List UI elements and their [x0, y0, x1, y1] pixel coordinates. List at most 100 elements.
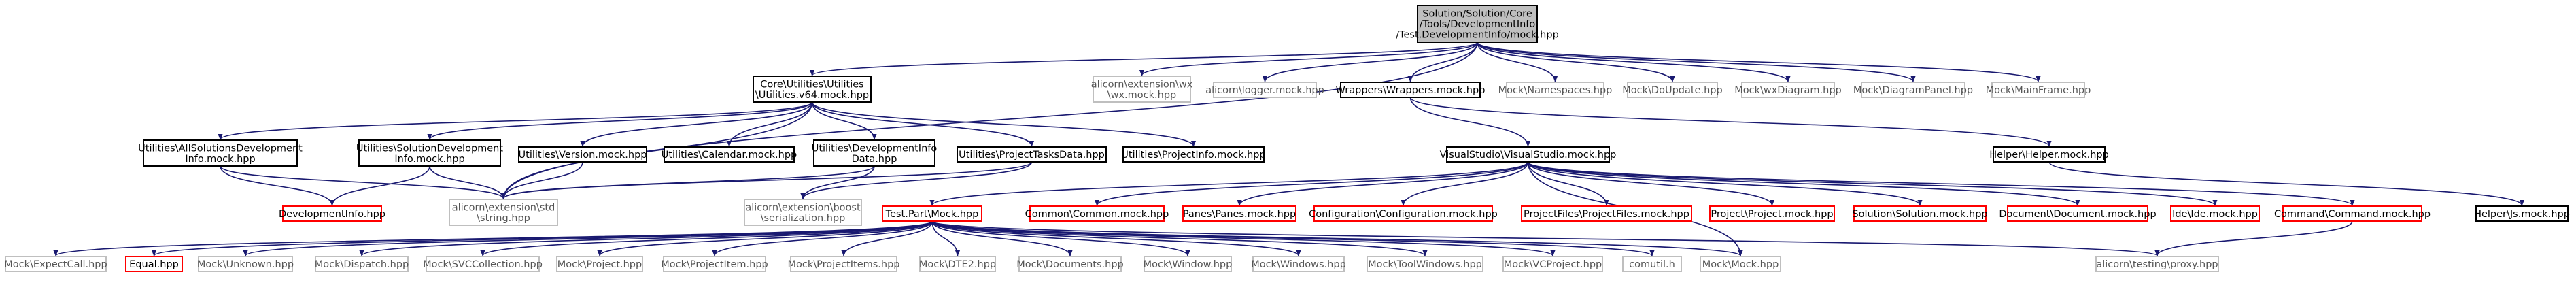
dependency-edge-visualstudio-to-document — [1527, 161, 2080, 206]
node-label-comutil: comutil.h — [1629, 259, 1675, 270]
node-box-command — [2282, 205, 2422, 222]
node-solution[interactable]: Solution\Solution.mock.hpp — [1852, 205, 1988, 222]
node-calendar[interactable]: Utilities\Calendar.mock.hpp — [662, 146, 797, 163]
dependency-edge-utilities-to-calendar — [726, 101, 813, 147]
dependency-edge-root-to-logger — [1262, 42, 1478, 82]
node-mockmock[interactable]: Mock\Mock.hpp — [1700, 256, 1781, 272]
node-version[interactable]: Utilities\Version.mock.hpp — [518, 146, 647, 163]
node-box-projectitem — [663, 256, 766, 272]
node-box-comutil — [1622, 256, 1682, 272]
node-solutiondev[interactable]: Utilities\SolutionDevelopmentInfo.mock.h… — [356, 139, 503, 167]
node-label-logger: alicorn\logger.mock.hpp — [1205, 85, 1324, 96]
node-label-doupdate: Mock\DoUpdate.hpp — [1622, 85, 1722, 96]
node-label-solution: Solution\Solution.mock.hpp — [1852, 209, 1987, 220]
node-doupdate[interactable]: Mock\DoUpdate.hpp — [1622, 82, 1723, 98]
node-label-root: /Test.DevelopmentInfo/mock.hpp — [1396, 30, 1559, 41]
dependency-edge-testpart-to-dispatch — [359, 220, 933, 257]
node-projectinfo[interactable]: Utilities\ProjectInfo.mock.hpp — [1121, 146, 1266, 163]
dependency-edge-testpart-to-vcproject — [931, 220, 1556, 257]
node-svccollection[interactable]: Mock\SVCCollection.hpp — [423, 256, 543, 272]
node-expectcall[interactable]: Mock\ExpectCall.hpp — [4, 256, 107, 272]
node-testpart[interactable]: Test.Part\Mock.hpp — [882, 205, 982, 222]
dependency-edge-wrappers-to-helper — [1409, 97, 2052, 147]
dependency-edge-utilities-to-allsolutions — [218, 101, 813, 140]
node-box-panes — [1182, 205, 1296, 222]
node-toolwindows[interactable]: Mock\ToolWindows.hpp — [1367, 256, 1483, 272]
node-serialization[interactable]: alicorn\extension\boost\serialization.hp… — [744, 199, 862, 226]
node-label-window: Mock\Window.hpp — [1144, 259, 1233, 270]
node-project[interactable]: Project\Project.mock.hpp — [1709, 205, 1835, 222]
node-mproject[interactable]: Mock\Project.hpp — [556, 256, 643, 272]
node-unknown[interactable]: Mock\Unknown.hpp — [197, 256, 294, 272]
dependency-edge-testpart-to-mproject — [597, 220, 933, 257]
node-wxext[interactable]: alicorn\extension\wx\wx.mock.hpp — [1091, 76, 1193, 103]
dependency-edge-testpart-to-windows — [931, 220, 1301, 257]
dependency-edge-visualstudio-to-project — [1527, 161, 1775, 206]
node-label-developmentinfo: DevelopmentInfo.hpp — [279, 209, 385, 220]
dependency-edge-visualstudio-to-configuration — [1401, 161, 1529, 206]
node-box-dispatch — [315, 256, 409, 272]
node-label-utilities: \Utilities.v64.mock.hpp — [755, 90, 869, 101]
node-box-wxdiagram — [1741, 82, 1835, 98]
node-label-root: Solution/Solution/Core — [1422, 9, 1532, 20]
node-diagrampanel[interactable]: Mock\DiagramPanel.hpp — [1853, 82, 1973, 98]
node-label-root: /Tools/DevelopmentInfo — [1420, 19, 1536, 30]
node-proxy[interactable]: alicorn\testing\proxy.hpp — [2095, 256, 2219, 272]
node-documents[interactable]: Mock\Documents.hpp — [1016, 256, 1124, 272]
node-ide[interactable]: Ide\Ide.mock.hpp — [2170, 205, 2260, 222]
node-helper[interactable]: Helper\Helper.mock.hpp — [1989, 146, 2109, 163]
dependency-edge-devinfodata-to-serialization — [800, 165, 875, 199]
node-panes[interactable]: Panes\Panes.mock.hpp — [1182, 205, 1296, 222]
node-document[interactable]: Document\Document.mock.hpp — [1999, 205, 2157, 222]
node-dte2[interactable]: Mock\DTE2.hpp — [919, 256, 996, 272]
node-projectfiles[interactable]: ProjectFiles\ProjectFiles.mock.hpp — [1521, 205, 1692, 222]
node-projecttasks[interactable]: Utilities\ProjectTasksData.hpp — [957, 146, 1107, 163]
dependency-edge-wrappers-to-visualstudio — [1409, 97, 1531, 147]
node-dispatch[interactable]: Mock\Dispatch.hpp — [315, 256, 409, 272]
node-utilities[interactable]: Core\Utilities\Utilities\Utilities.v64.m… — [753, 76, 872, 103]
node-visualstudio[interactable]: VisualStudio\VisualStudio.mock.hpp — [1440, 146, 1617, 163]
node-mainframe[interactable]: Mock\MainFrame.hpp — [1986, 82, 2091, 98]
node-command[interactable]: Command\Command.mock.hpp — [2274, 205, 2431, 222]
node-vcproject[interactable]: Mock\VCProject.hpp — [1502, 256, 1603, 272]
node-box-doupdate — [1627, 82, 1718, 98]
node-configuration[interactable]: Configuration\Configuration.mock.hpp — [1309, 205, 1498, 222]
node-comutil[interactable]: comutil.h — [1622, 256, 1682, 272]
node-label-wxext: \wx.mock.hpp — [1107, 90, 1177, 101]
dependency-edge-utilities-to-solutiondev — [427, 101, 813, 140]
node-equal[interactable]: Equal.hpp — [125, 256, 183, 272]
dependency-edge-testpart-to-mockmock — [931, 220, 1743, 257]
node-window[interactable]: Mock\Window.hpp — [1144, 256, 1233, 272]
dependency-edge-visualstudio-to-ide — [1527, 161, 2218, 206]
dependency-edge-utilities-to-projecttasks — [811, 101, 1035, 147]
node-label-allsolutions: Utilities\AllSolutionsDevelopment — [138, 143, 303, 154]
node-label-solutiondev: Info.mock.hpp — [394, 154, 464, 165]
node-box-equal — [125, 256, 183, 272]
node-logger[interactable]: alicorn\logger.mock.hpp — [1205, 82, 1324, 98]
node-box-devinfodata — [813, 139, 935, 167]
node-box-logger — [1213, 82, 1317, 98]
node-developmentinfo[interactable]: DevelopmentInfo.hpp — [279, 205, 385, 222]
node-helperjs[interactable]: Helper\Js.mock.hpp — [2474, 205, 2570, 222]
node-common[interactable]: Common\Common.mock.hpp — [1025, 205, 1169, 222]
node-projectitems[interactable]: Mock\ProjectItems.hpp — [787, 256, 900, 272]
node-label-documents: Mock\Documents.hpp — [1016, 259, 1124, 270]
node-projectitem[interactable]: Mock\ProjectItem.hpp — [661, 256, 768, 272]
node-label-string: alicorn\extension\std — [452, 202, 555, 213]
dependency-edge-projecttasks-to-serialization — [800, 161, 1033, 199]
node-label-projectinfo: Utilities\ProjectInfo.mock.hpp — [1121, 150, 1265, 161]
node-root[interactable]: Solution/Solution/Core/Tools/Development… — [1396, 5, 1559, 43]
node-allsolutions[interactable]: Utilities\AllSolutionsDevelopmentInfo.mo… — [138, 139, 303, 167]
node-box-solutiondev — [358, 139, 501, 167]
node-wxdiagram[interactable]: Mock\wxDiagram.hpp — [1734, 82, 1842, 98]
node-namespaces[interactable]: Mock\Namespaces.hpp — [1498, 82, 1613, 98]
node-string[interactable]: alicorn\extension\std\string.hpp — [449, 199, 558, 226]
node-box-documents — [1018, 256, 1122, 272]
node-box-helper — [1993, 146, 2106, 163]
node-label-mproject: Mock\Project.hpp — [557, 259, 642, 270]
node-box-svccollection — [426, 256, 540, 272]
node-wrappers[interactable]: Wrappers\Wrappers.mock.hpp — [1336, 82, 1486, 98]
node-windows[interactable]: Mock\Windows.hpp — [1251, 256, 1346, 272]
node-box-serialization — [744, 199, 862, 226]
